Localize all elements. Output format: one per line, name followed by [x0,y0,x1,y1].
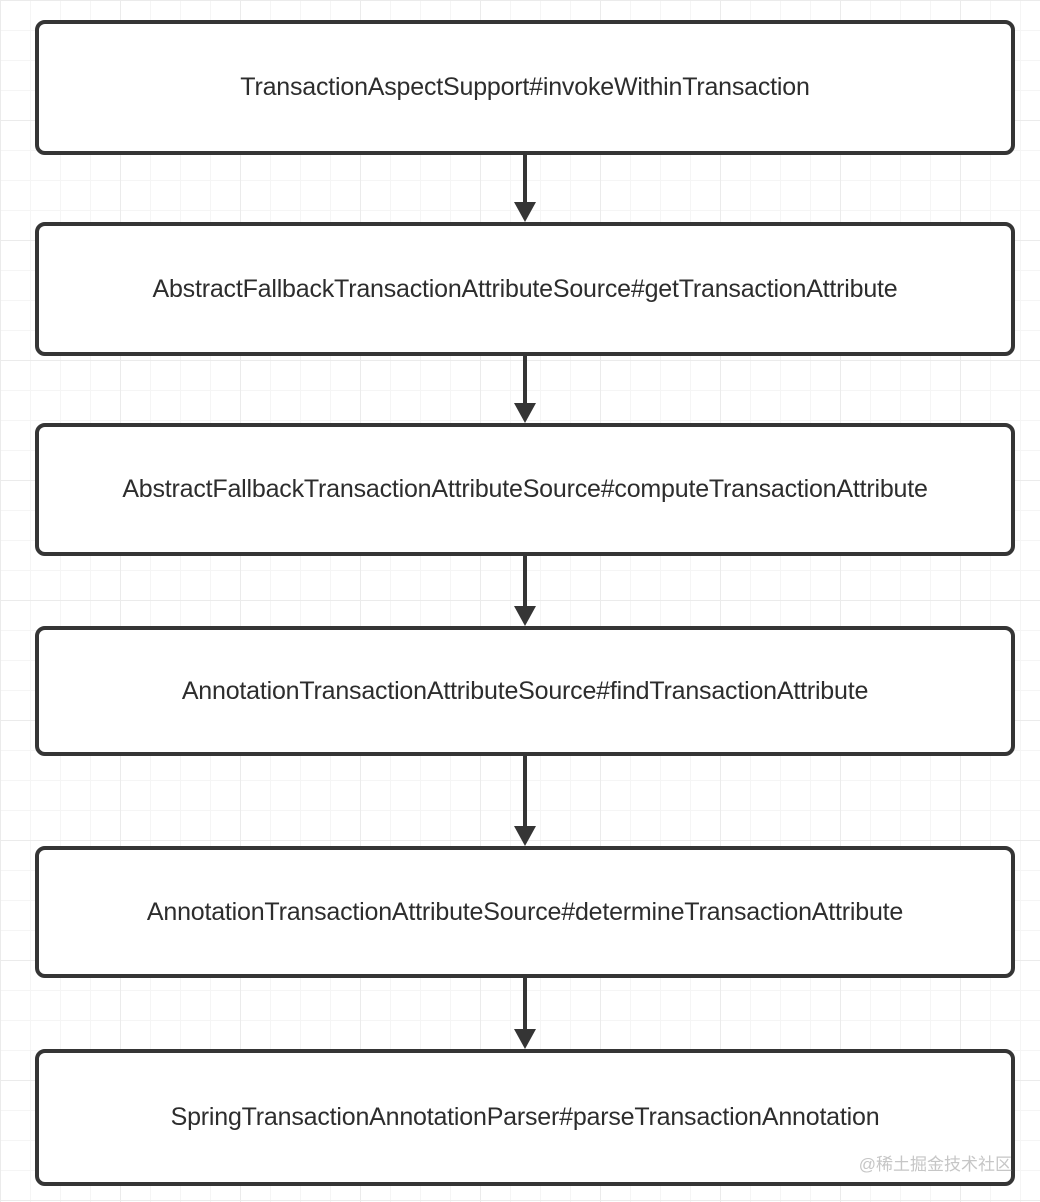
arrow-down-icon [514,1029,536,1049]
flow-arrow [514,978,536,1049]
arrow-shaft [523,155,527,205]
flow-node-parse-transaction-annotation: SpringTransactionAnnotationParser#parseT… [35,1049,1015,1186]
flow-node-label: SpringTransactionAnnotationParser#parseT… [170,1103,880,1131]
arrow-down-icon [514,606,536,626]
flow-node-compute-transaction-attribute: AbstractFallbackTransactionAttributeSour… [35,423,1015,556]
arrow-down-icon [514,403,536,423]
flow-node-label: AbstractFallbackTransactionAttributeSour… [152,274,898,303]
arrow-shaft [523,556,527,609]
flow-node-label: AnnotationTransactionAttributeSource#fin… [181,676,869,705]
flow-arrow [514,155,536,222]
flow-node-label: AbstractFallbackTransactionAttributeSour… [122,475,928,503]
arrow-shaft [523,756,527,829]
flow-arrow [514,556,536,626]
flow-arrow [514,356,536,423]
flow-node-label: TransactionAspectSupport#invokeWithinTra… [240,73,810,101]
flow-node-get-transaction-attribute: AbstractFallbackTransactionAttributeSour… [35,222,1015,356]
flow-node-invoke-within-transaction: TransactionAspectSupport#invokeWithinTra… [35,20,1015,155]
flow-node-find-transaction-attribute: AnnotationTransactionAttributeSource#fin… [35,626,1015,756]
arrow-down-icon [514,826,536,846]
arrow-shaft [523,978,527,1032]
arrow-down-icon [514,202,536,222]
flow-node-label: AnnotationTransactionAttributeSource#det… [146,897,904,926]
flow-node-determine-transaction-attribute: AnnotationTransactionAttributeSource#det… [35,846,1015,978]
flow-arrow [514,756,536,846]
arrow-shaft [523,356,527,406]
watermark: @稀土掘金技术社区 [858,1155,1012,1174]
